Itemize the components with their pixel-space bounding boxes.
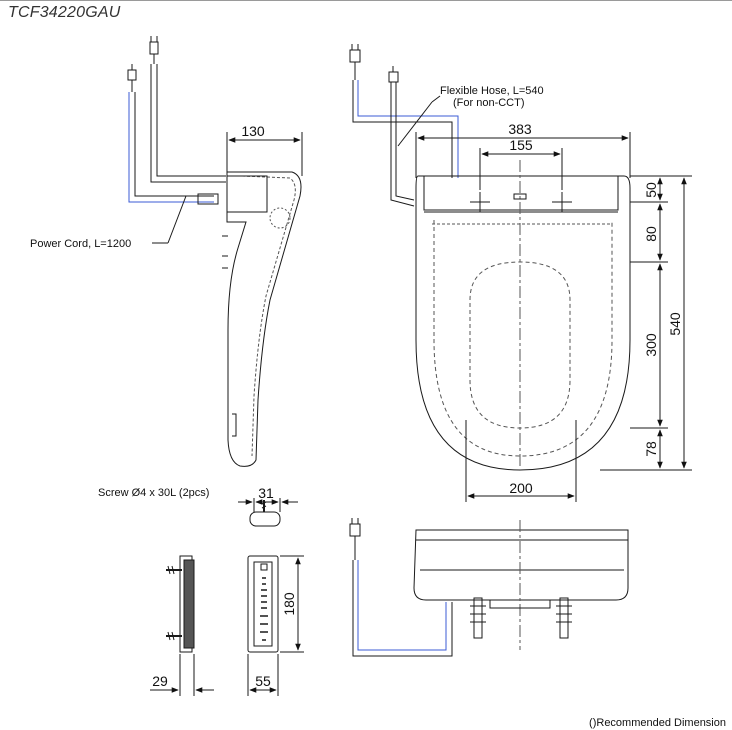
screw-label: Screw Ø4 x 30L (2pcs): [98, 487, 209, 499]
top-view: [349, 44, 692, 502]
front-view: [349, 518, 629, 657]
power-plug-icon: [349, 44, 361, 80]
hose-plug-icon: [388, 66, 399, 83]
power-plug-icon: [349, 518, 361, 560]
flexible-hose-label: Flexible Hose, L=540: [440, 85, 544, 97]
dim-right-300: 300: [643, 333, 659, 357]
power-plug-icon: [149, 36, 159, 64]
dim-top-width: 383: [508, 121, 532, 137]
dim-right-80: 80: [643, 226, 659, 242]
dim-remote-180: 180: [281, 592, 297, 616]
dim-remote-29: 29: [152, 673, 168, 689]
remote-views: [150, 498, 304, 696]
top-rule: [0, 0, 732, 1]
dim-hole-spacing: 155: [509, 137, 533, 153]
dim-total-length: 540: [667, 312, 683, 336]
dim-right-78: 78: [643, 441, 659, 457]
side-view: [127, 36, 303, 467]
dim-bottom-200: 200: [509, 480, 533, 496]
footer-note: ()Recommended Dimension: [589, 717, 726, 729]
non-cct-label: (For non-CCT): [453, 97, 525, 109]
dim-remote-31: 31: [258, 485, 274, 501]
dim-side-depth: 130: [241, 123, 265, 139]
dim-remote-55: 55: [255, 673, 271, 689]
hose-plug-icon: [127, 64, 137, 92]
model-title: TCF34220GAU: [8, 4, 121, 21]
dim-right-50: 50: [643, 182, 659, 198]
power-cord-label: Power Cord, L=1200: [30, 238, 131, 250]
screw-icon: [249, 500, 281, 527]
